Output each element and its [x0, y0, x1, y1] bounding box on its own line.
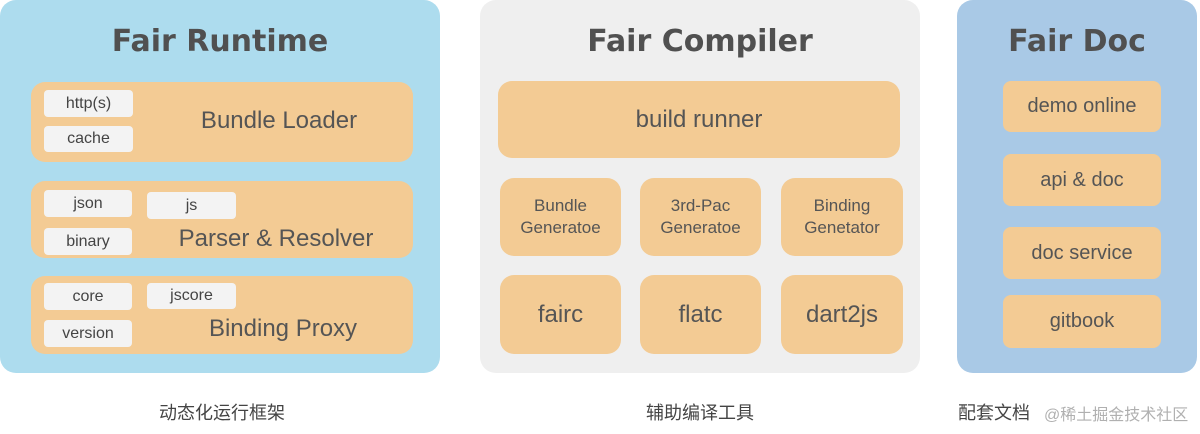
runtime-panel: Fair Runtime http(s) cache Bundle Loader… [0, 0, 440, 373]
chip-https: http(s) [44, 90, 133, 117]
flatc-box: flatc [640, 275, 761, 354]
chip-core: core [44, 283, 132, 310]
chip-jscore: jscore [147, 283, 236, 309]
chip-js: js [147, 192, 236, 219]
chip-json: json [44, 190, 132, 217]
doc-item-gitbook: gitbook [1003, 295, 1161, 348]
doc-title: Fair Doc [1008, 24, 1146, 59]
chip-cache: cache [44, 126, 133, 152]
doc-caption: 配套文档 [958, 403, 1030, 424]
binding-generator-box: Binding Genetator [781, 178, 903, 256]
doc-panel: Fair Doc demo online api & doc doc servi… [957, 0, 1197, 373]
bundle-generator-box: Bundle Generatoe [500, 178, 621, 256]
dart2js-box: dart2js [781, 275, 903, 354]
compiler-title: Fair Compiler [587, 24, 813, 59]
chip-binary: binary [44, 228, 132, 255]
watermark: @稀土掘金技术社区 [1044, 407, 1189, 424]
chip-version: version [44, 320, 132, 347]
runtime-caption: 动态化运行框架 [159, 403, 285, 424]
doc-item-demo-online: demo online [1003, 81, 1161, 132]
binding-proxy-label: Binding Proxy [208, 315, 358, 342]
bundle-loader-label: Bundle Loader [200, 107, 358, 134]
third-party-generator-box: 3rd-Pac Generatoe [640, 178, 761, 256]
runtime-title: Fair Runtime [111, 24, 329, 59]
compiler-panel: Fair Compiler build runner Bundle Genera… [480, 0, 920, 373]
doc-item-doc-service: doc service [1003, 227, 1161, 279]
parser-resolver-label: Parser & Resolver [178, 225, 374, 252]
compiler-caption: 辅助编译工具 [646, 403, 754, 424]
build-runner-box: build runner [498, 81, 900, 158]
fairc-box: fairc [500, 275, 621, 354]
doc-item-api-doc: api & doc [1003, 154, 1161, 206]
